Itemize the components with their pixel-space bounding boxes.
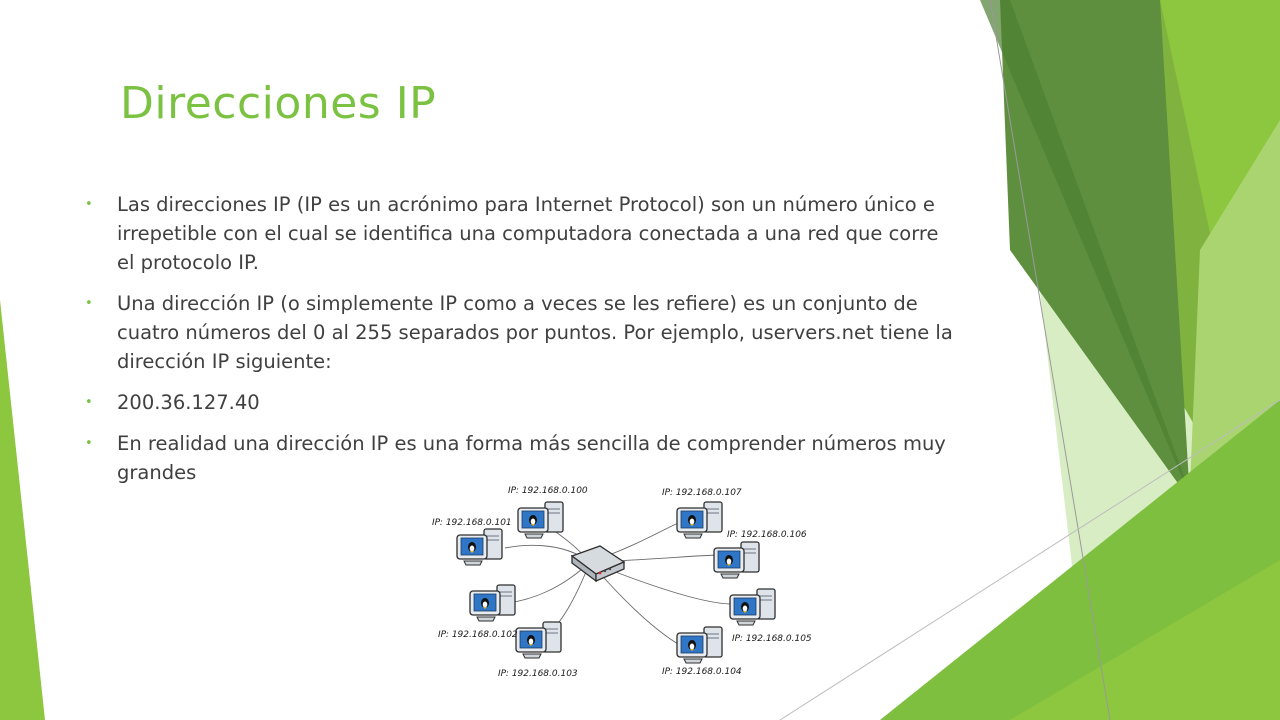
computer-icon (456, 528, 503, 566)
bullet-icon: • (85, 436, 93, 451)
bullet-item: • 200.36.127.40 (82, 388, 962, 417)
ip-label: IP: 192.168.0.106 (727, 530, 807, 540)
bullet-item: • Las direcciones IP (IP es un acrónimo p… (82, 190, 962, 277)
ip-label: IP: 192.168.0.101 (432, 518, 512, 528)
computer-icon (515, 621, 562, 659)
bottom-divider-line (779, 399, 1280, 720)
bullet-text: En realidad una dirección IP es una form… (117, 432, 946, 484)
bullet-item: • En realidad una dirección IP es una for… (82, 429, 962, 487)
computer-icon (713, 541, 760, 579)
computer-icon (469, 584, 516, 622)
ip-label: IP: 192.168.0.104 (662, 667, 742, 677)
computer-icon (729, 588, 776, 626)
bullet-text: Una dirección IP (o simplemente IP como … (117, 292, 953, 373)
bottom-corner-triangle (1010, 560, 1280, 720)
slide-title: Direcciones IP (120, 78, 437, 129)
ip-label: IP: 192.168.0.107 (662, 488, 742, 498)
bullet-text: Las direcciones IP (IP es un acrónimo pa… (117, 193, 939, 274)
router-icon (570, 545, 626, 583)
computer-icon (676, 626, 723, 664)
bullet-item: • Una dirección IP (o simplemente IP como… (82, 289, 962, 376)
bullet-icon: • (85, 296, 93, 311)
computer-icon (676, 501, 723, 539)
computer-icon (517, 501, 564, 539)
right-divider-line (989, 0, 1111, 720)
ip-label: IP: 192.168.0.103 (498, 669, 578, 679)
bullet-icon: • (85, 395, 93, 410)
bullet-text: 200.36.127.40 (117, 391, 260, 414)
bullet-list: • Las direcciones IP (IP es un acrónimo p… (82, 190, 962, 499)
bullet-icon: • (85, 197, 93, 212)
ip-label: IP: 192.168.0.100 (508, 486, 588, 496)
left-accent-triangle (0, 300, 45, 720)
ip-label: IP: 192.168.0.102 (438, 630, 518, 640)
ip-label: IP: 192.168.0.105 (732, 634, 812, 644)
right-shadow-panel (980, 0, 1200, 520)
network-diagram: IP: 192.168.0.100 IP: 192.168.0.101 IP: … (432, 486, 812, 679)
